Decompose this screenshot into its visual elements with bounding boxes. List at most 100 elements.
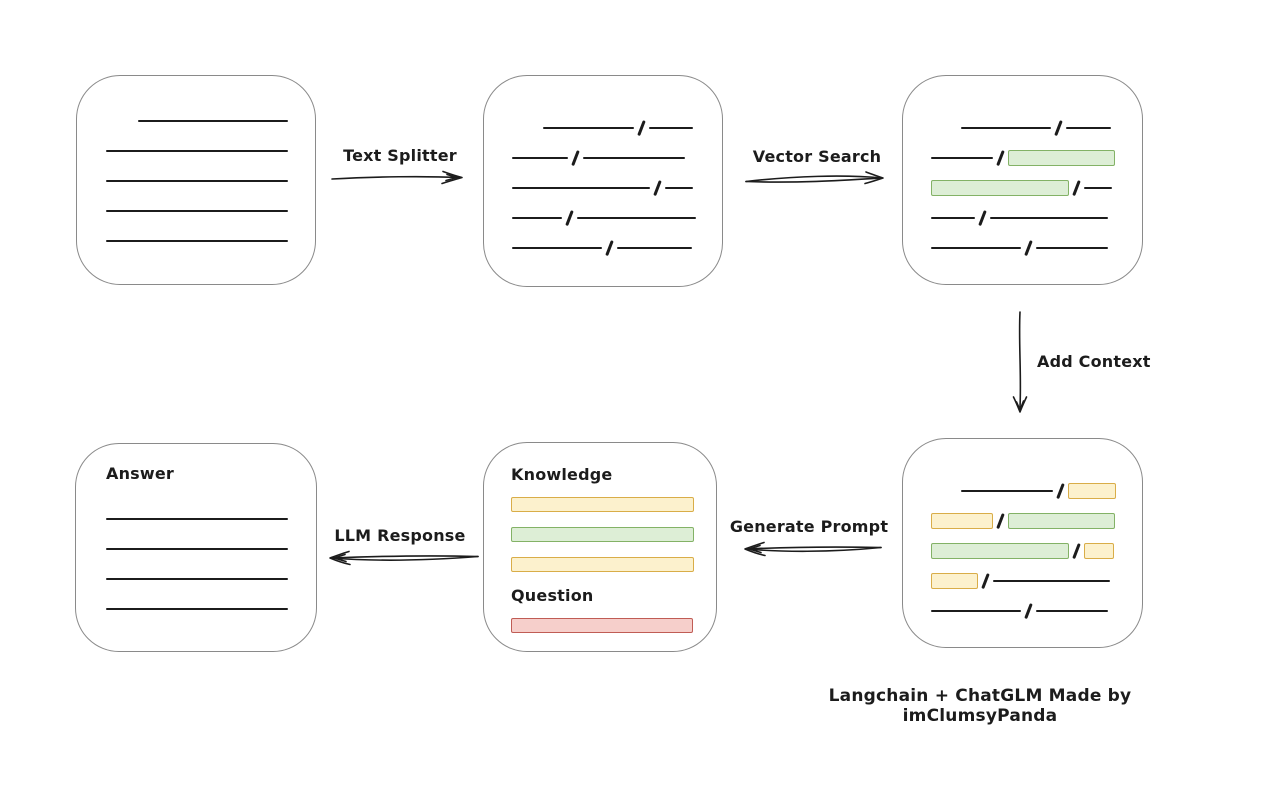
down-arrow-icon	[1012, 311, 1028, 413]
text-line	[106, 608, 288, 610]
text-line	[106, 150, 288, 152]
answer-label: Answer	[106, 464, 175, 483]
text-line	[931, 247, 1021, 249]
yellow-chunk	[931, 573, 978, 589]
node-answer: Answer	[75, 443, 317, 652]
chunk-lines	[903, 439, 1142, 626]
slash-separator	[981, 573, 990, 589]
chunk-row	[106, 594, 291, 624]
text-line	[106, 210, 288, 212]
add-context-label: Add Context	[1037, 352, 1151, 371]
text-line	[992, 580, 1110, 582]
chunk-row	[931, 536, 1116, 566]
text-line	[648, 127, 693, 129]
document-lines	[77, 76, 315, 256]
vector-search-label: Vector Search	[752, 147, 882, 166]
edge-llm-response: LLM Response	[320, 526, 480, 568]
chunk-row	[931, 143, 1116, 173]
slash-separator	[996, 150, 1005, 166]
chunk-row	[931, 476, 1116, 506]
edge-vector-search: Vector Search	[744, 147, 890, 189]
node-source-document	[76, 75, 316, 285]
chunk-row	[931, 596, 1116, 626]
slash-separator	[1072, 180, 1081, 196]
text-line	[543, 127, 634, 129]
text-line	[961, 490, 1053, 492]
chunk-row	[931, 506, 1116, 536]
node-prompt: Knowledge Question	[483, 442, 717, 652]
yellow-chunk	[511, 496, 694, 512]
slash-separator	[978, 210, 987, 226]
text-line	[582, 157, 685, 159]
yellow-chunk	[1083, 543, 1114, 559]
slash-separator	[605, 240, 614, 256]
text-line	[1035, 610, 1108, 612]
slash-separator	[565, 210, 574, 226]
right-arrow-icon	[331, 170, 463, 185]
knowledge-bars	[511, 489, 694, 579]
chunk-row	[106, 136, 288, 166]
yellow-chunk	[1067, 483, 1116, 499]
chunk-lines	[484, 76, 722, 263]
green-chunk	[1007, 513, 1115, 529]
green-chunk	[511, 526, 694, 542]
green-chunk	[931, 543, 1069, 559]
text-line	[961, 127, 1051, 129]
text-line	[1065, 127, 1111, 129]
slash-separator	[1072, 543, 1081, 559]
node-split-chunks	[483, 75, 723, 287]
text-line	[512, 157, 568, 159]
llm-response-label: LLM Response	[334, 526, 466, 545]
red-chunk	[511, 617, 693, 633]
generate-prompt-label: Generate Prompt	[729, 517, 889, 536]
edge-add-context: Add Context	[1007, 309, 1167, 417]
text-line	[664, 187, 693, 189]
text-line	[1035, 247, 1108, 249]
slash-separator	[996, 513, 1005, 529]
edge-generate-prompt: Generate Prompt	[730, 517, 888, 559]
slash-separator	[1056, 483, 1065, 499]
question-bar	[511, 610, 693, 640]
text-line	[512, 217, 562, 219]
chunk-row	[511, 549, 694, 579]
answer-lines	[106, 504, 291, 624]
chunk-row	[931, 566, 1116, 596]
chunk-row	[106, 226, 288, 256]
slash-separator	[1024, 240, 1033, 256]
edge-text-splitter: Text Splitter	[330, 146, 470, 188]
text-line	[106, 180, 288, 182]
left-arrow-icon	[744, 541, 882, 557]
text-line	[1083, 187, 1112, 189]
chunk-row	[106, 504, 291, 534]
node-matched-chunks	[902, 75, 1143, 285]
chunk-row	[512, 173, 696, 203]
chunk-row	[511, 519, 694, 549]
chunk-row	[512, 203, 696, 233]
diagram-caption: Langchain + ChatGLM Made by imClumsyPand…	[828, 686, 1132, 726]
slash-separator	[571, 150, 580, 166]
chunk-row	[106, 106, 288, 136]
text-line	[931, 610, 1021, 612]
chunk-row	[931, 203, 1116, 233]
chunk-row	[106, 196, 288, 226]
slash-separator	[1024, 603, 1033, 619]
text-splitter-label: Text Splitter	[343, 146, 457, 165]
chunk-row	[931, 233, 1116, 263]
green-chunk	[931, 180, 1069, 196]
right-arrow-icon	[745, 171, 884, 185]
left-arrow-icon	[329, 550, 479, 566]
chunk-row	[511, 489, 694, 519]
slash-separator	[1054, 120, 1063, 136]
text-line	[989, 217, 1108, 219]
chunk-row	[512, 113, 696, 143]
text-line	[138, 120, 288, 122]
chunk-row	[512, 233, 696, 263]
slash-separator	[637, 120, 646, 136]
chunk-row	[106, 166, 288, 196]
text-line	[931, 217, 975, 219]
chunk-row	[106, 564, 291, 594]
text-line	[512, 247, 602, 249]
text-line	[512, 187, 650, 189]
text-line	[106, 548, 288, 550]
